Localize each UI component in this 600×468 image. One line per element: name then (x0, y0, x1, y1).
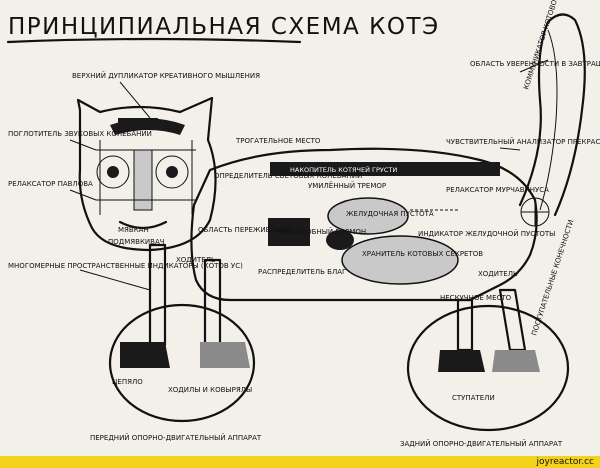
pointer-analyzer (499, 147, 521, 151)
pointer-indicators (79, 269, 151, 291)
label-touching: Трогательное место (235, 137, 321, 145)
head-grid (96, 140, 196, 215)
title-underline (6, 37, 302, 44)
label-duplicator: Верхний дупликатор креативного мышления (72, 71, 260, 80)
right-eye (155, 155, 189, 189)
label-absorber: Поглотитель звуковых колебаний (8, 129, 152, 138)
rear-apparatus-circle (406, 304, 570, 432)
label-khoditel-front: Ходитель (176, 256, 216, 264)
mouse-blob (326, 230, 354, 250)
label-podmyavkivach: Подмявкивач (108, 238, 165, 246)
label-tsepyalo: Цепяло (112, 378, 143, 386)
label-petting-zone: Область переживаний (198, 225, 291, 234)
label-analyzer: Чувствительный анализатор прекрасного (446, 137, 600, 146)
label-funny: Умилённый тремор (308, 181, 386, 190)
label-khoditel-rear: Ходитель (478, 270, 518, 278)
thinking-bar (118, 118, 158, 126)
label-scatter: Распределитель благ (258, 268, 346, 276)
pointer-tomorrow (519, 59, 549, 73)
right-pupil (166, 166, 178, 178)
label-myavkan: Мявкан (118, 226, 149, 234)
footer-site[interactable]: joyreactor.cc (536, 457, 594, 467)
sadness-accumulator (270, 162, 500, 176)
left-eye (96, 155, 130, 189)
label-relaxer-purr: Релаксатор мурчавинуса (446, 186, 549, 194)
body-outline (190, 147, 538, 302)
site-footer: joyreactor.cc (0, 456, 600, 468)
label-indicators: Многомерные пространственные индикаторы … (8, 262, 243, 270)
nose-column (133, 149, 153, 211)
label-front-apparatus: Передний опорно-двигательный аппарат (90, 433, 262, 442)
label-tomorrow: Область уверенности в завтрашнем дне (470, 60, 600, 68)
pointer-relaxer (69, 189, 97, 201)
stomach (327, 197, 409, 235)
label-sadness: Накопитель котячей грусти (290, 165, 397, 174)
label-storage: Хранитель котовых секретов (362, 250, 483, 258)
label-rear-apparatus: Задний опорно-двигательный аппарат (400, 439, 563, 448)
label-khodily: Ходилы и ковырялы (168, 386, 252, 394)
rear-paw-right (492, 350, 540, 372)
front-paw-left (120, 342, 170, 368)
label-neskuchnoe: Нескучное место (440, 294, 512, 302)
pointer-absorber (69, 139, 97, 151)
wind-rose-cross (521, 198, 549, 226)
front-leg-left (148, 243, 167, 347)
label-communicator: Коммуникатор котового престижа (522, 0, 575, 91)
rear-paw-left (438, 350, 485, 372)
label-mouse-hormone: Мышефобный гормон (276, 227, 366, 236)
label-relaxer: Релаксатор Павлова (8, 180, 93, 188)
front-paw-right (200, 342, 250, 368)
label-joy-indicator: Индикатор желудочной пустоты (418, 229, 555, 238)
head-outline (76, 96, 217, 252)
storage-organ (341, 235, 459, 285)
front-apparatus-circle (108, 303, 256, 423)
label-stupateli: Ступатели (452, 394, 495, 402)
tail-inner (539, 29, 558, 211)
mouse-hormone-box (268, 218, 310, 246)
label-light-defs: Определитель световых колебаний (214, 171, 362, 180)
pointer-duplicator (119, 81, 151, 119)
front-leg-right (203, 258, 222, 347)
mouth (118, 220, 168, 230)
left-pupil (107, 166, 119, 178)
tail (518, 13, 586, 217)
diagram-title: Принципиальная схема котэ (8, 14, 440, 40)
label-stomach: Желудочная пустота (346, 210, 434, 218)
